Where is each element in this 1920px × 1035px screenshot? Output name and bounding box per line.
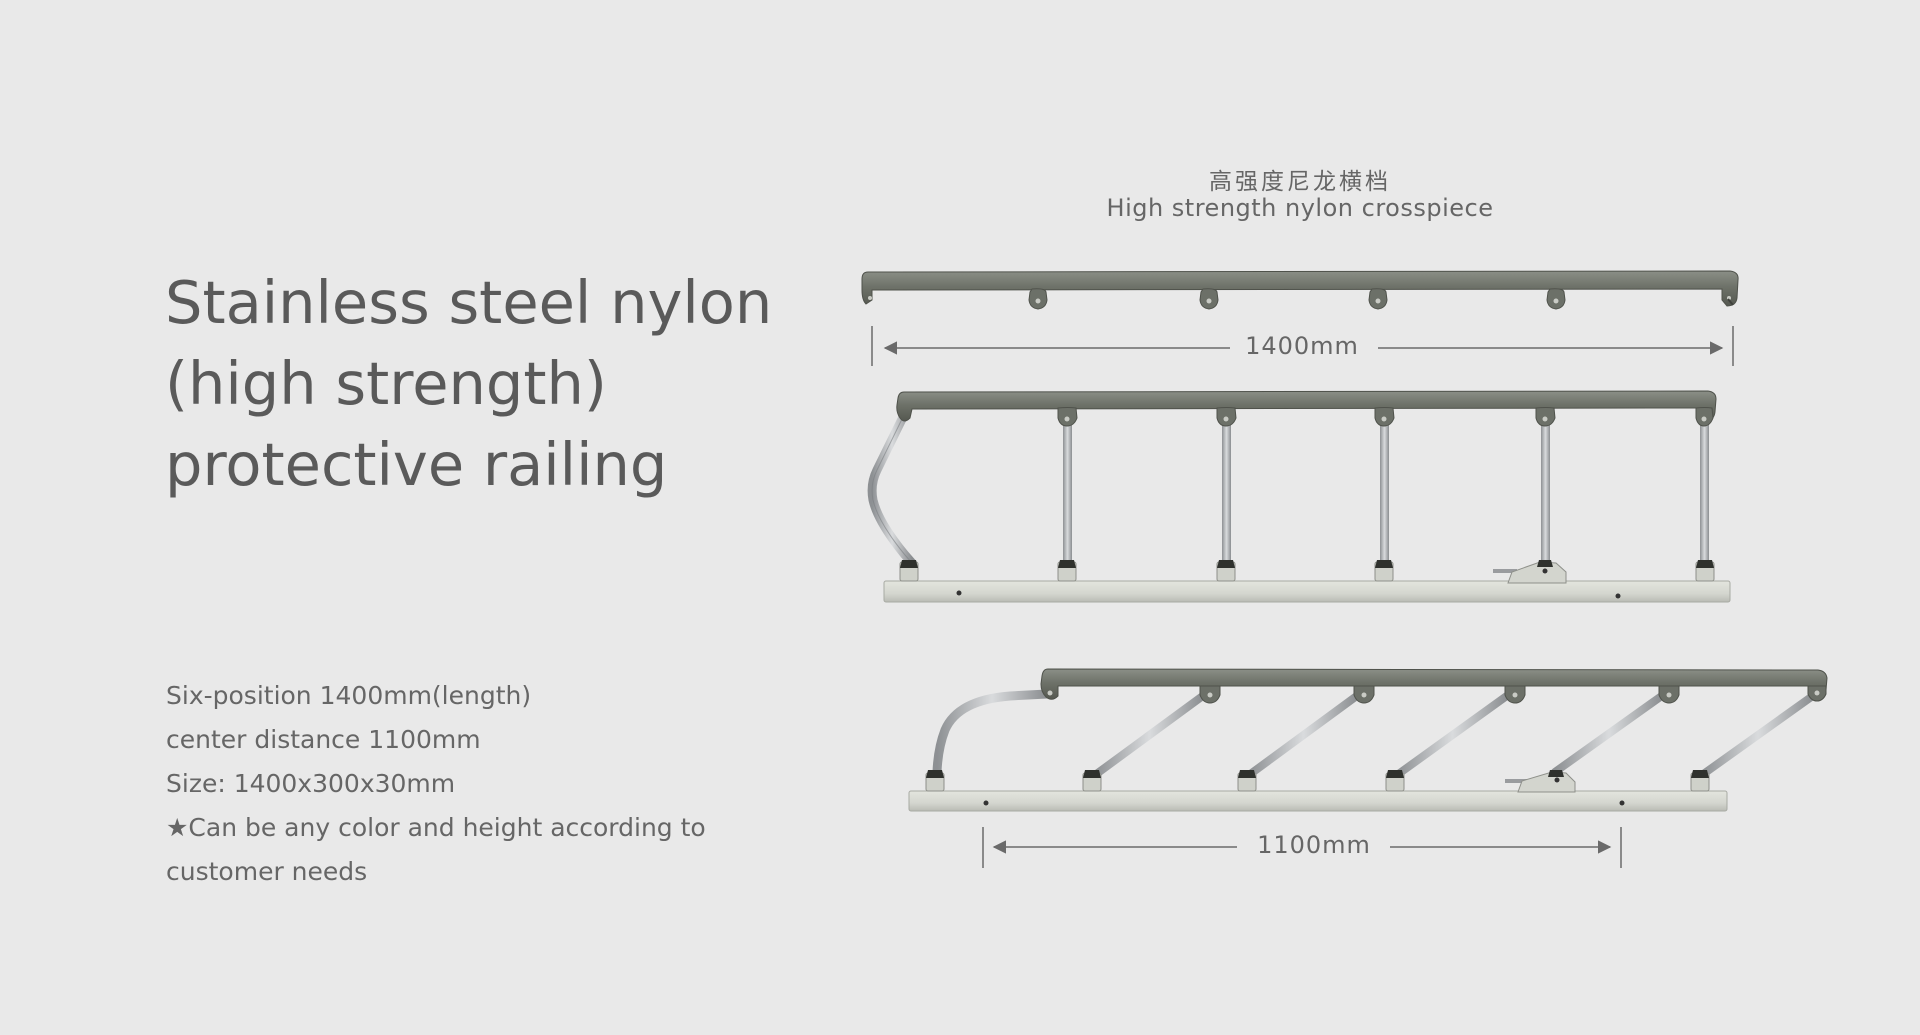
raised-hinge-brackets [899,560,1715,584]
title-line-3: protective railing [165,430,668,499]
spec-line-custom-note-cont: customer needs [166,857,368,886]
title-line-1: Stainless steel nylon [165,268,773,337]
spec-list: Six-position 1400mm(length) center dista… [166,674,806,894]
spec-line-size: Size: 1400x300x30mm [166,769,456,798]
folded-curved-end-tube [932,689,1052,777]
folded-top-rail [1040,668,1828,700]
length-label-1400: 1400mm [1245,332,1359,360]
spec-line-custom-note: ★Can be any color and height according t… [166,813,706,842]
raised-top-rail [896,390,1717,422]
folded-base-bar [908,790,1728,812]
product-title: Stainless steel nylon (high strength) pr… [165,262,865,505]
crosspiece-lugs [1028,288,1566,310]
spec-line-length: Six-position 1400mm(length) [166,681,532,710]
railing-folded-view [908,668,1828,812]
spec-line-center-distance: center distance 1100mm [166,725,481,754]
raised-curved-end-tube [867,410,917,568]
dimension-1400 [871,326,1734,366]
folded-latch-lever [1505,770,1576,793]
crosspiece-caption-english: High strength nylon crosspiece [1106,194,1494,222]
crosspiece-caption-chinese: 高强度尼龙横档 [1209,169,1391,195]
title-line-2: (high strength) [165,349,607,418]
length-label-1100: 1100mm [1257,831,1371,859]
crosspiece-bar [861,270,1739,307]
folded-hinge-brackets [925,770,1710,793]
dimension-1100 [982,827,1622,868]
raised-posts [1063,418,1709,562]
folded-diagonal-arms [1091,691,1818,779]
crosspiece-top-view [861,270,1739,310]
raised-latch-lever [1493,560,1567,584]
railing-raised-view [867,390,1731,603]
raised-base-bar [883,580,1731,603]
